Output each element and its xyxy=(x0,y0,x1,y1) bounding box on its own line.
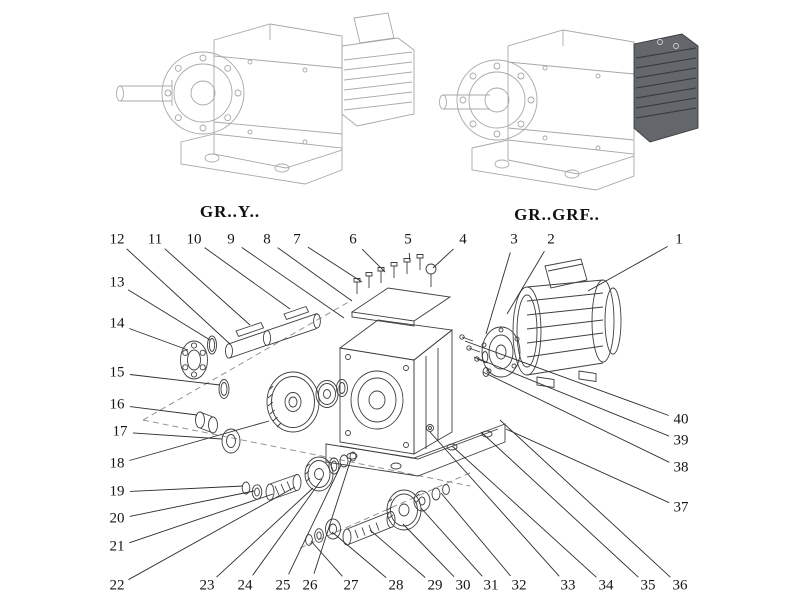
variant-label-gr-y: GR..Y.. xyxy=(199,202,261,221)
bushing xyxy=(195,411,218,434)
intermediate-pinion-assembly xyxy=(241,451,357,501)
variant-label-gr-grf: GR..GRF.. xyxy=(514,205,600,224)
motor-feet xyxy=(536,370,597,389)
motor xyxy=(512,258,622,389)
gearbox-housing xyxy=(507,29,635,175)
input-flange-bolts xyxy=(459,334,490,377)
terminal-box xyxy=(544,258,588,289)
washer xyxy=(251,484,263,500)
eye-bolt xyxy=(425,263,437,287)
gear-small xyxy=(315,380,339,408)
housing-feet xyxy=(325,423,506,477)
assembled-view-gr-y xyxy=(116,12,415,185)
fan-cover xyxy=(604,287,622,355)
front-bearing-cover xyxy=(456,59,538,141)
output-shaft-assembly xyxy=(305,484,450,546)
gearbox-housing xyxy=(213,23,343,169)
iec-adapter-block xyxy=(633,33,699,143)
oil-plug xyxy=(426,424,434,432)
output-gear xyxy=(386,489,422,531)
spacer-ring xyxy=(328,457,340,475)
bearing xyxy=(325,518,341,540)
washer xyxy=(305,534,313,546)
terminal-box xyxy=(353,12,395,44)
ball-bearing-large xyxy=(180,340,208,380)
mounting-feet xyxy=(180,133,343,185)
ring xyxy=(349,451,357,462)
exploded-assembly xyxy=(142,254,622,549)
input-shaft-assembly xyxy=(225,305,321,359)
shim-ring xyxy=(218,379,230,399)
washer xyxy=(314,528,324,543)
ring xyxy=(431,487,441,501)
spacer-ring xyxy=(336,379,348,397)
gear-housing xyxy=(325,319,506,477)
intermediate-gear xyxy=(304,456,334,492)
washer xyxy=(241,481,251,495)
shaft-key xyxy=(235,321,265,337)
assembled-view-gr-grf xyxy=(439,29,699,191)
ball-bearing-small xyxy=(221,428,241,454)
motor xyxy=(341,12,415,127)
front-bearing-cover xyxy=(161,51,245,135)
retaining-ring xyxy=(207,335,217,355)
ring xyxy=(442,484,450,495)
helical-gear-large xyxy=(266,371,320,433)
output-shaft xyxy=(439,94,490,110)
housing-cover xyxy=(350,287,452,327)
mounting-feet xyxy=(471,139,635,191)
output-shaft xyxy=(116,80,173,106)
